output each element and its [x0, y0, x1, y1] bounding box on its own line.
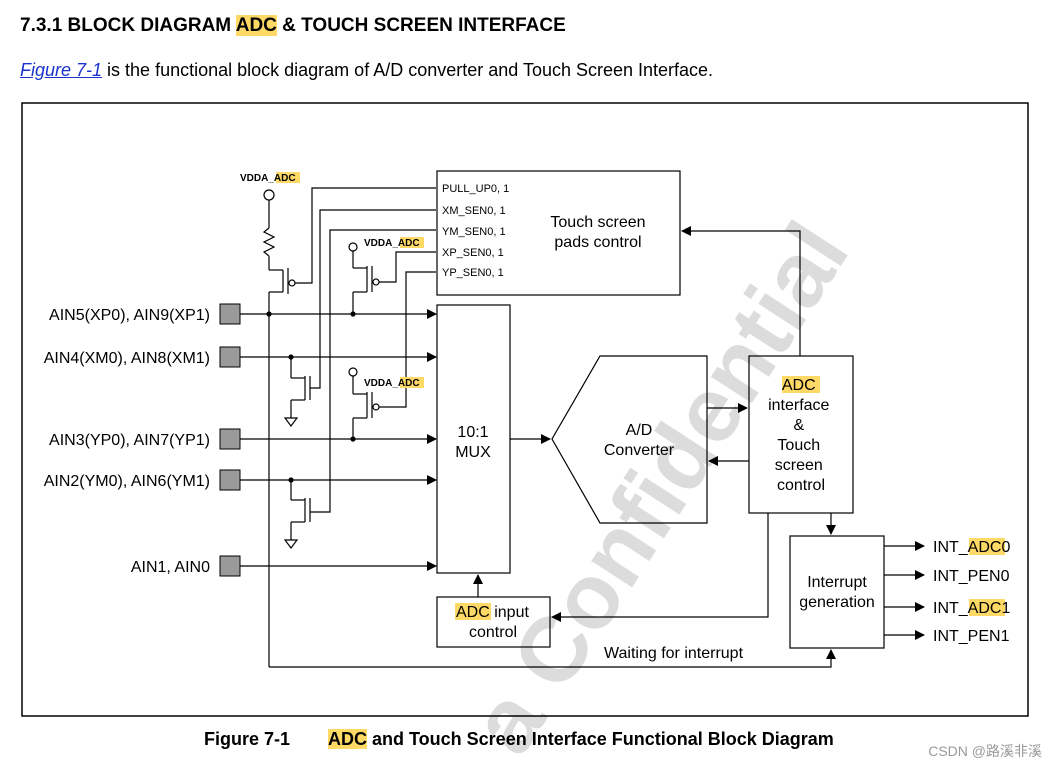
signal-xp-sen: XP_SEN0, 1: [442, 247, 504, 259]
wires: [240, 187, 925, 668]
input-label-ym: AIN2(YM0), AIN6(YM1): [44, 473, 210, 490]
adc-interface-block: [748, 355, 854, 514]
input-label-xp: AIN5(XP0), AIN9(XP1): [49, 307, 210, 324]
diagram-frame: [21, 102, 1029, 717]
input-pad: [219, 303, 241, 325]
section-heading: 7.3.1 BLOCK DIAGRAM ADC & TOUCH SCREEN I…: [20, 15, 566, 36]
vdda-label: VDDA_ADC: [364, 378, 420, 389]
junction-dots: [266, 311, 356, 483]
converter-label: A/D: [626, 422, 653, 439]
output-int-pen1: INT_PEN1: [933, 628, 1010, 645]
input-label-xm: AIN4(XM0), AIN8(XM1): [44, 350, 210, 367]
output-int-adc1: INT_ADC1: [933, 600, 1010, 617]
interrupt-generation-block: [789, 535, 885, 649]
input-label-ain01: AIN1, AIN0: [131, 559, 210, 576]
input-control-label: ADC input control: [456, 604, 533, 641]
signal-pull-up: PULL_UP0, 1: [442, 183, 509, 195]
signal-xm-sen: XM_SEN0, 1: [442, 205, 506, 217]
vdda-label: VDDA_ADC: [364, 238, 420, 249]
mux-label: 10:1: [457, 424, 488, 441]
input-pad: [219, 555, 241, 577]
touch-block-label: pads control: [554, 234, 641, 251]
output-int-adc0: INT_ADC0: [933, 539, 1010, 556]
input-pad: [219, 346, 241, 368]
interrupt-label: Interrupt: [807, 574, 867, 591]
waiting-for-interrupt-label: Waiting for interrupt: [604, 645, 744, 662]
vdda-label: VDDA_ADC: [240, 173, 296, 184]
mux-label: MUX: [455, 444, 491, 461]
input-pad: [219, 428, 241, 450]
input-pad: [219, 469, 241, 491]
adc-input-control-block: [436, 596, 551, 648]
intro-paragraph: Figure 7-1 is the functional block diagr…: [20, 60, 713, 81]
interrupt-label: generation: [799, 594, 875, 611]
output-int-pen0: INT_PEN0: [933, 568, 1010, 585]
csdn-watermark: CSDN @路溪非溪: [928, 743, 1042, 759]
touch-block-label: Touch screen: [550, 214, 645, 231]
signal-yp-sen: YP_SEN0, 1: [442, 267, 504, 279]
converter-label: Converter: [604, 442, 675, 459]
adc-interface-label: ADC interface & Touch screen control: [768, 377, 834, 494]
input-pads: [219, 303, 241, 577]
signal-ym-sen: YM_SEN0, 1: [442, 226, 506, 238]
input-label-yp: AIN3(YP0), AIN7(YP1): [49, 432, 210, 449]
figure-link[interactable]: Figure 7-1: [20, 60, 103, 80]
touch-screen-pads-control-block: [436, 170, 681, 296]
ad-converter-block: [551, 355, 708, 524]
intro-text: is the functional block diagram of A/D c…: [102, 60, 714, 80]
